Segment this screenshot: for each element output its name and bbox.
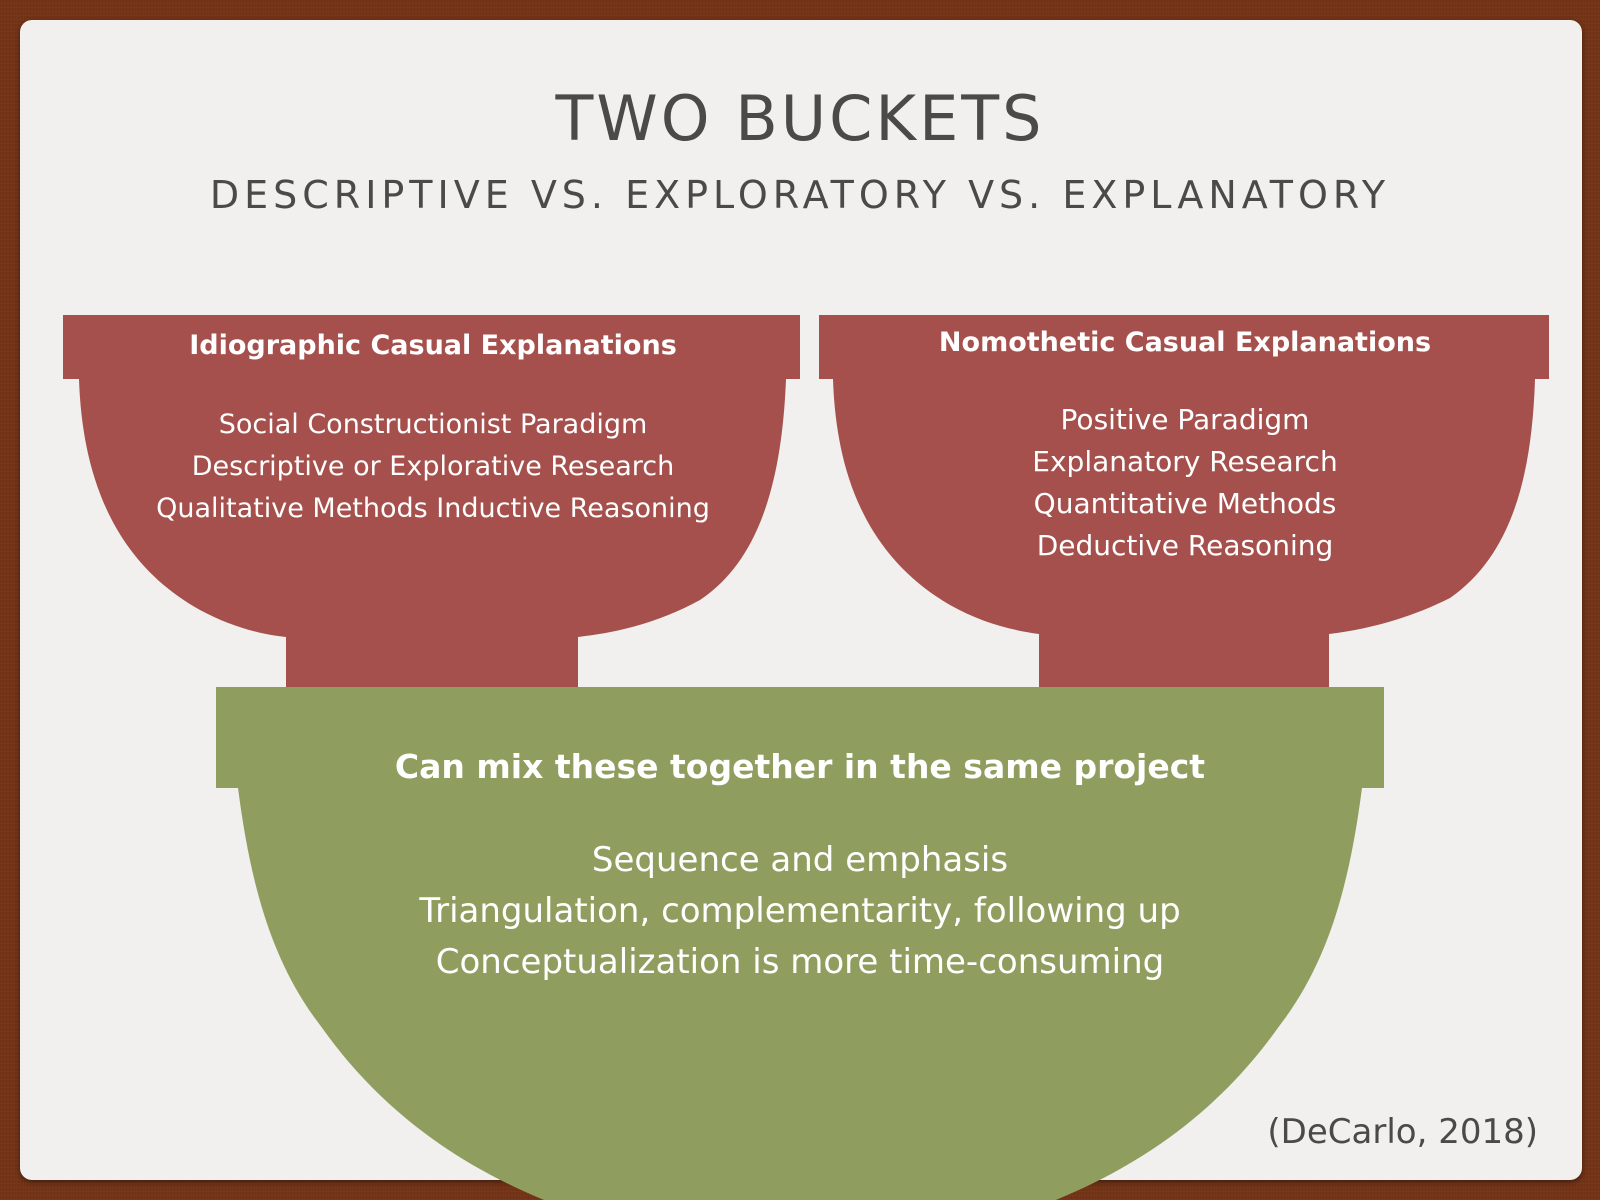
bucket-line: Explanatory Research xyxy=(1032,445,1338,478)
bucket-heading: Nomothetic Casual Explanations xyxy=(938,327,1432,358)
bucket-line: Quantitative Methods xyxy=(1033,487,1337,520)
mixing-bowl-line: Triangulation, complementarity, followin… xyxy=(419,891,1181,931)
citation: (DeCarlo, 2018) xyxy=(1267,1112,1538,1152)
mixing-bowl-line: Conceptualization is more time-consuming xyxy=(435,942,1165,982)
bucket-line: Deductive Reasoning xyxy=(1036,529,1334,562)
bucket-body: Positive Paradigm Explanatory Research Q… xyxy=(832,399,1538,567)
bucket-body: Social Constructionist Paradigm Descript… xyxy=(80,404,786,530)
bucket-line: Positive Paradigm xyxy=(1060,403,1310,436)
mixing-bowl-body-text: Sequence and emphasis Triangulation, com… xyxy=(238,835,1362,988)
bucket-line: Social Constructionist Paradigm xyxy=(218,409,648,440)
bucket-line: Qualitative Methods Inductive Reasoning xyxy=(156,493,710,524)
nomothetic-bucket: Nomothetic Casual Explanations Positive … xyxy=(832,325,1538,567)
bucket-line: Descriptive or Explorative Research xyxy=(191,451,675,482)
mixing-bowl-heading: Can mix these together in the same proje… xyxy=(394,747,1206,786)
idiographic-bucket: Idiographic Casual Explanations Social C… xyxy=(80,328,786,530)
mixing-bowl: Can mix these together in the same proje… xyxy=(238,745,1362,988)
mixing-bowl-line: Sequence and emphasis xyxy=(591,840,1009,880)
slide-title: TWO BUCKETS xyxy=(555,82,1045,155)
bucket-heading: Idiographic Casual Explanations xyxy=(189,330,677,361)
slide-subtitle: DESCRIPTIVE VS. EXPLORATORY VS. EXPLANAT… xyxy=(209,173,1391,217)
